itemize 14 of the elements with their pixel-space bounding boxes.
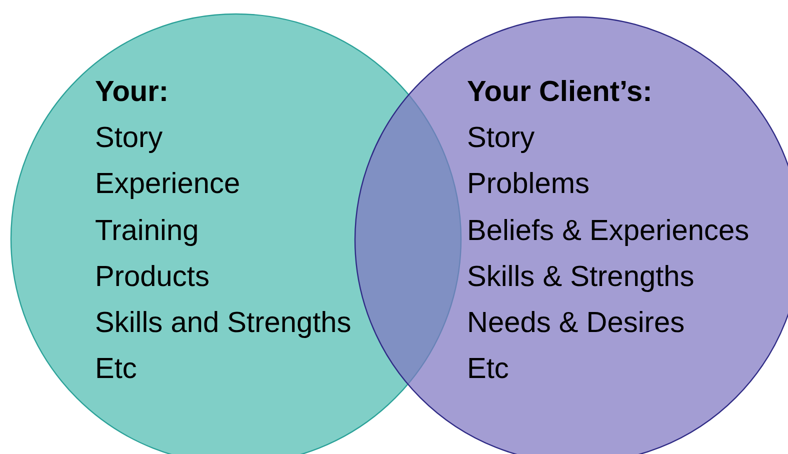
list-item: Skills & Strengths <box>467 260 694 294</box>
heading: Your Client’s: <box>467 75 652 109</box>
list-item: Experience <box>95 167 240 202</box>
list-item: Story <box>95 121 163 156</box>
list-item: Training <box>95 214 199 248</box>
list-item: Etc <box>95 352 137 386</box>
list-item: Problems <box>467 167 590 202</box>
list-item: Beliefs & Experiences <box>467 214 750 248</box>
list-item: Skills and Strengths <box>95 306 352 340</box>
list-item: Story <box>467 121 535 156</box>
heading: Your: <box>95 75 169 109</box>
list-item: Needs & Desires <box>467 306 685 340</box>
list-item: Etc <box>467 352 509 386</box>
list-item: Products <box>95 260 210 294</box>
